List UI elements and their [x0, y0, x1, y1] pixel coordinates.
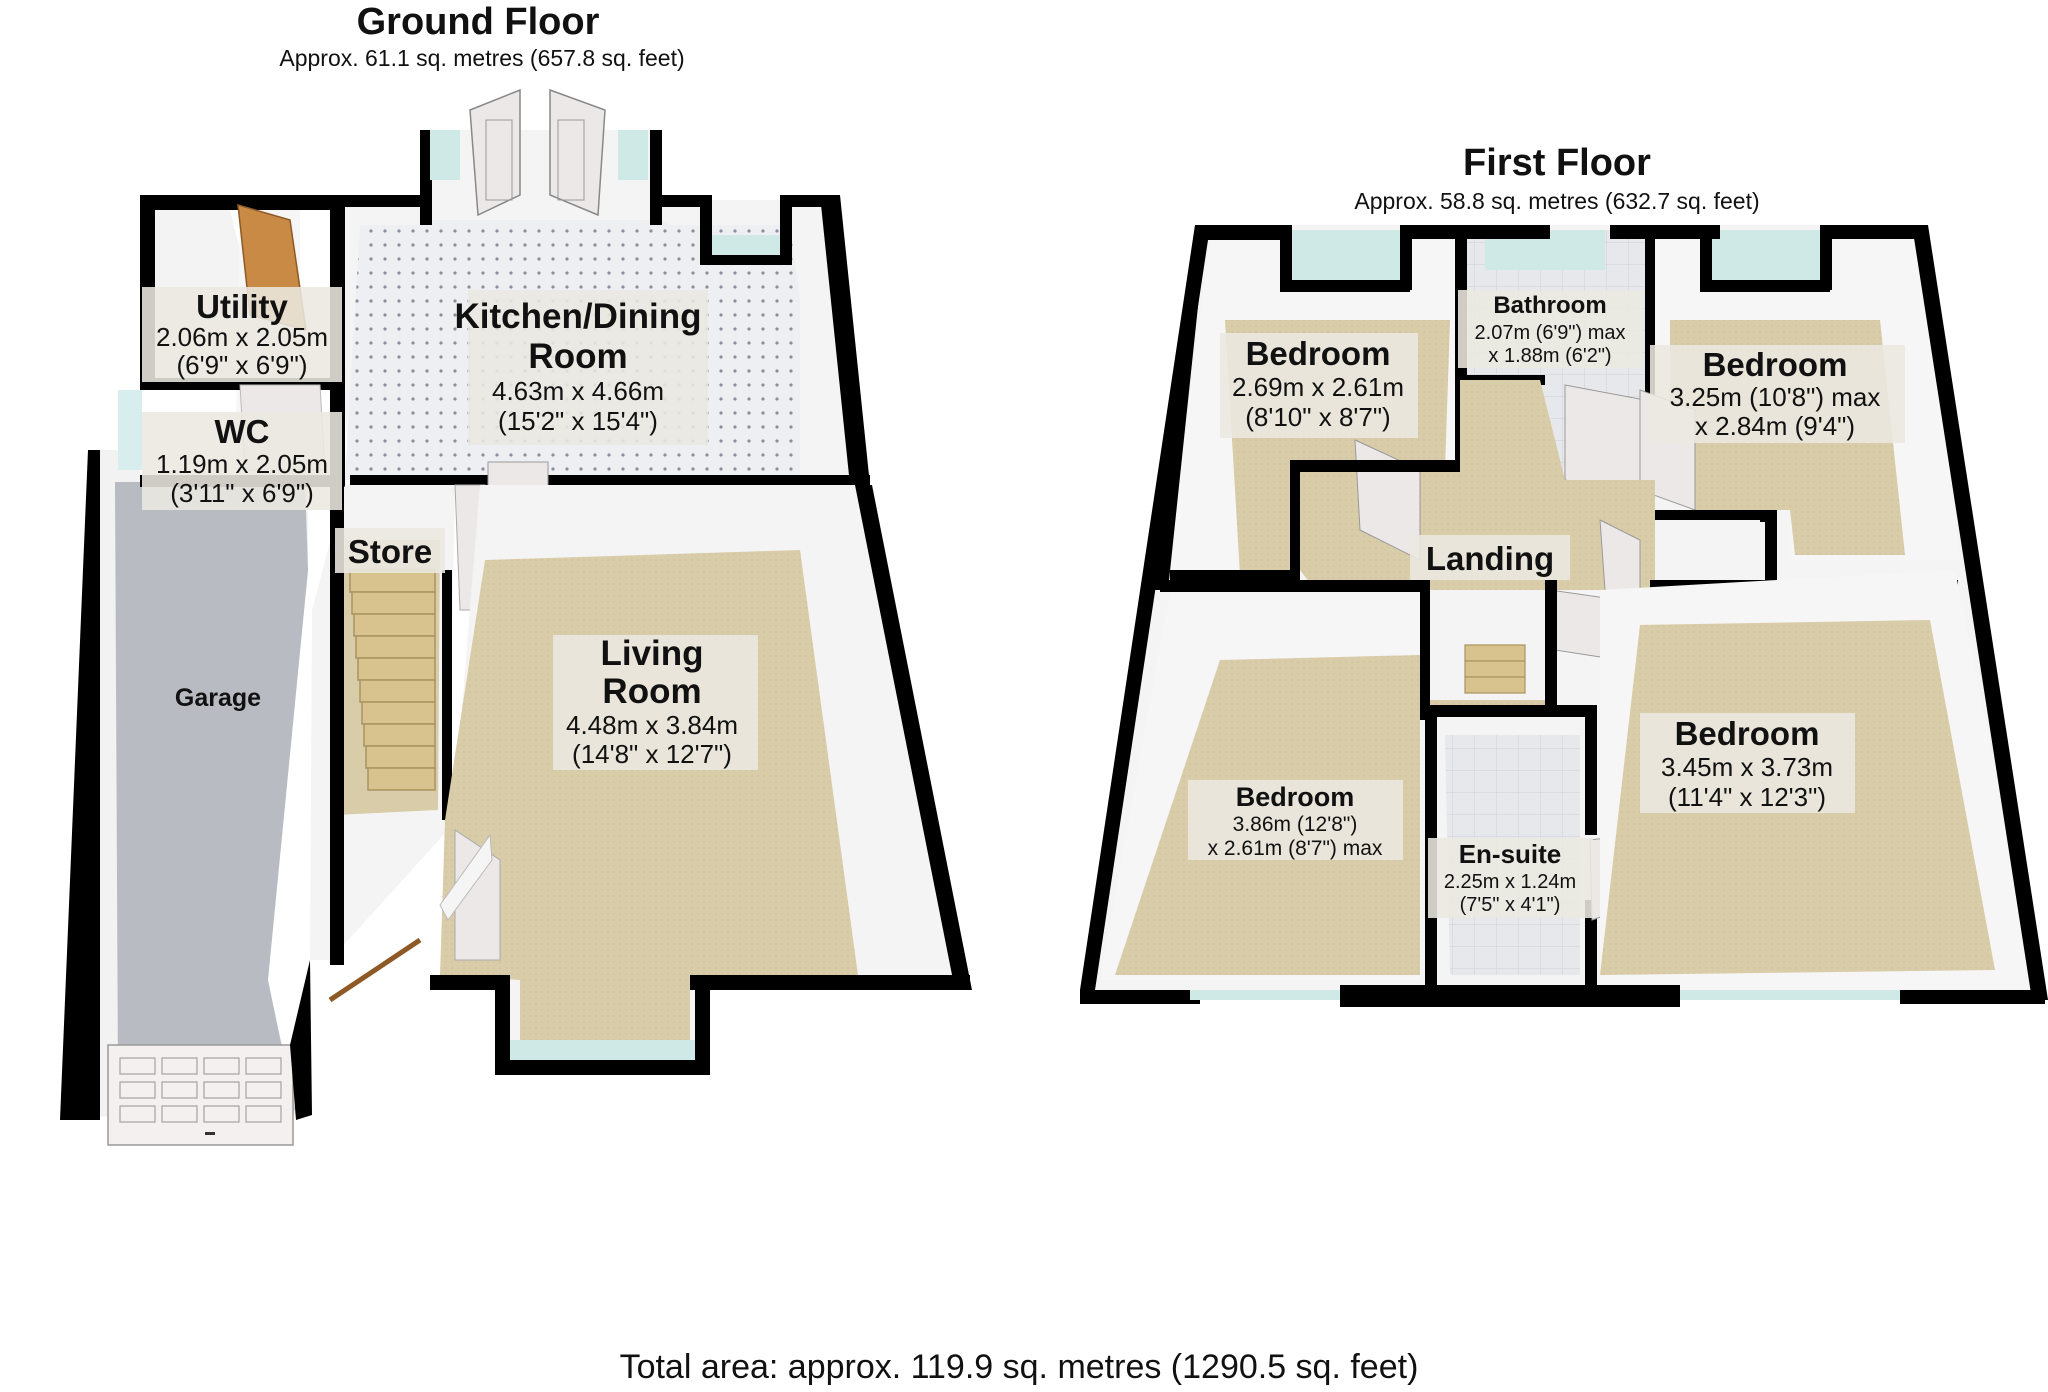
staircase-icon: [349, 569, 436, 791]
bedroom-sw-label: Bedroom: [1236, 782, 1355, 812]
living-dimensions-metric: 4.48m x 3.84m: [566, 710, 738, 740]
utility-dimensions-metric: 2.06m x 2.05m: [156, 322, 328, 352]
landing-label: Landing: [1426, 540, 1554, 577]
label-box: [1188, 780, 1403, 860]
living-label-line1: Living: [600, 634, 703, 673]
total-area: Total area: approx. 119.9 sq. metres (12…: [620, 1348, 1419, 1386]
store-and-stairs: [310, 484, 491, 1003]
kitchen-dimensions-metric: 4.63m x 4.66m: [492, 376, 664, 406]
bedroom-nw-dimensions-imperial: (8'10" x 8'7"): [1245, 402, 1390, 432]
french-door-left-icon: [469, 88, 521, 217]
window-icon: [1190, 990, 1340, 1000]
window-icon: [1290, 230, 1400, 285]
utility-dimensions-imperial: (6'9" x 6'9"): [177, 350, 308, 380]
garage: [60, 450, 312, 1146]
window-icon: [1680, 990, 1910, 1000]
window-icon: [430, 130, 460, 180]
garage-door: [107, 1044, 294, 1146]
label-box: [1458, 290, 1643, 368]
label-box: [1650, 345, 1905, 443]
living-room: [430, 485, 972, 1075]
bedroom-sw-dimensions-line1: 3.86m (12'8"): [1233, 813, 1358, 836]
bedroom-nw-dimensions-metric: 2.69m x 2.61m: [1232, 372, 1404, 402]
wc-label: WC: [215, 413, 270, 450]
bedroom-se-dimensions-imperial: (11'4" x 12'3"): [1668, 782, 1826, 812]
living-dimensions-imperial: (14'8" x 12'7"): [572, 739, 732, 769]
living-label-line2: Room: [602, 672, 701, 711]
ensuite-dimensions-metric: 2.25m x 1.24m: [1444, 871, 1576, 893]
bedroom-se-label: Bedroom: [1675, 715, 1820, 752]
store-label: Store: [348, 533, 432, 570]
outer-walls: [1080, 225, 2048, 1007]
window-icon: [1710, 230, 1820, 285]
first-floor-area: Approx. 58.8 sq. metres (632.7 sq. feet): [1354, 188, 1759, 214]
label-box: [1220, 333, 1418, 438]
label-box: [142, 412, 342, 510]
garage-label: Garage: [175, 684, 261, 712]
wc-dimensions-imperial: (3'11" x 6'9"): [170, 478, 314, 508]
bedroom-sw-dimensions-line2: x 2.61m (8'7") max: [1208, 837, 1383, 860]
ground-floor-area: Approx. 61.1 sq. metres (657.8 sq. feet): [279, 45, 684, 71]
label-box: [553, 635, 758, 770]
window-icon: [700, 235, 790, 255]
bathroom-dimensions-line2: x 1.88m (6'2"): [1488, 345, 1611, 367]
label-box: [142, 287, 342, 382]
ensuite-label: En-suite: [1459, 839, 1562, 869]
window-icon: [618, 130, 648, 180]
bedroom-ne-dimensions-line1: 3.25m (10'8") max: [1670, 382, 1881, 412]
label-box: [468, 290, 708, 445]
wc-dimensions-metric: 1.19m x 2.05m: [156, 449, 328, 479]
ground-floor-title: Ground Floor: [357, 1, 600, 43]
utility-label: Utility: [196, 288, 288, 325]
label-box: [1428, 838, 1593, 918]
bathroom-dimensions-line1: 2.07m (6'9") max: [1475, 322, 1626, 344]
bedroom-nw-label: Bedroom: [1246, 335, 1391, 372]
label-box: [1410, 535, 1570, 580]
window-icon: [510, 1040, 695, 1060]
ensuite-dimensions-imperial: (7'5" x 4'1"): [1460, 894, 1561, 916]
first-floor-title: First Floor: [1463, 142, 1651, 184]
kitchen-label-line2: Room: [528, 337, 627, 376]
bedroom-ne-label: Bedroom: [1703, 346, 1848, 383]
label-box: [335, 528, 445, 573]
bedroom-se-dimensions-metric: 3.45m x 3.73m: [1661, 752, 1833, 782]
label-box: [1640, 713, 1855, 813]
french-door-right-icon: [549, 88, 606, 217]
kitchen-dimensions-imperial: (15'2" x 15'4"): [498, 406, 658, 436]
bathroom-label: Bathroom: [1493, 292, 1606, 319]
bedroom-ne-dimensions-line2: x 2.84m (9'4"): [1695, 411, 1855, 441]
ground-floor-plan: [60, 88, 972, 1146]
kitchen-label-line1: Kitchen/Dining: [455, 297, 702, 336]
staircase-icon: [1464, 644, 1526, 694]
